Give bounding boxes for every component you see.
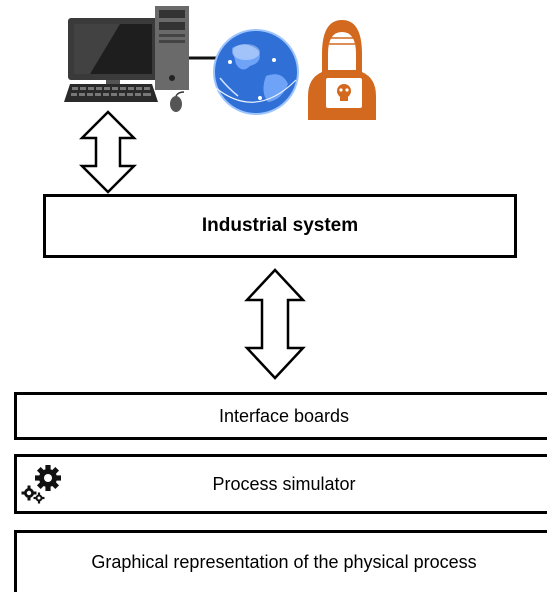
graphical-representation-label: Graphical representation of the physical…: [91, 552, 477, 572]
bidirectional-arrow-top: [78, 110, 138, 194]
process-simulator-label: Process simulator: [212, 473, 356, 494]
industrial-system-label: Industrial system: [201, 215, 359, 236]
attacker-illustration: [64, 6, 376, 120]
desktop-computer-icon: [64, 6, 189, 112]
interface-boards-label: Interface boards: [218, 405, 350, 426]
globe-icon: [213, 29, 299, 115]
industrial-system-box: Industrial system: [43, 194, 517, 258]
bidirectional-arrow-middle: [244, 268, 306, 380]
hacker-icon: [308, 20, 376, 120]
interface-boards-box: Interface boards: [14, 392, 547, 440]
process-simulator-box: Process simulator: [14, 454, 547, 514]
gears-icon: [21, 465, 61, 504]
graphical-representation-box: Graphical representation of the physical…: [14, 530, 547, 592]
